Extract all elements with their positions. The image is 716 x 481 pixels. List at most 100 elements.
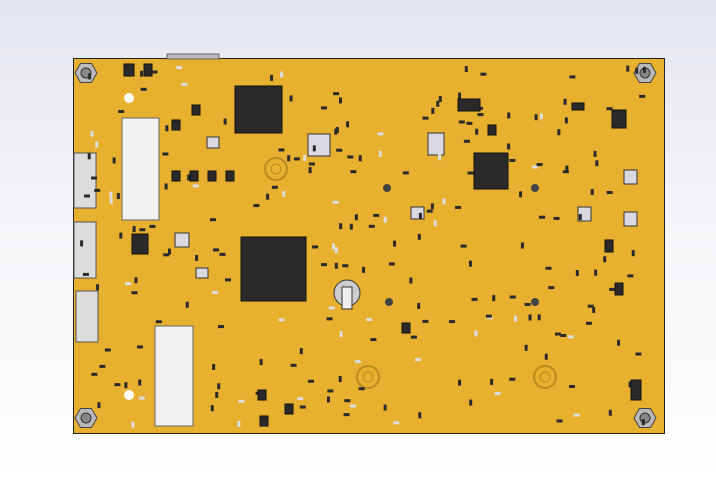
smd-component [343, 413, 350, 417]
smd-component [165, 125, 169, 132]
ic-chip [234, 85, 283, 134]
smd-component [534, 114, 538, 121]
smd-component [88, 73, 92, 80]
smd-component [339, 330, 343, 337]
smd-component [431, 107, 435, 114]
transistor [630, 379, 642, 401]
smd-component [373, 213, 380, 217]
smd-component [455, 205, 462, 209]
smd-component [181, 83, 188, 87]
smd-component [119, 232, 123, 239]
smd-component [509, 158, 516, 162]
smd-component [524, 302, 531, 306]
smd-component [417, 233, 421, 240]
smd-component [238, 399, 245, 403]
smd-component [494, 392, 501, 396]
smd-component [334, 247, 338, 254]
smd-component [545, 266, 552, 270]
smd-component [141, 243, 145, 250]
smd-component [91, 372, 98, 376]
smd-component [354, 360, 361, 364]
smd-component [377, 132, 384, 136]
smd-component [192, 184, 199, 188]
smd-component [609, 287, 616, 291]
smd-component [480, 72, 487, 76]
smd-component [293, 157, 300, 161]
smd-component [415, 358, 422, 362]
smd-component [548, 286, 555, 290]
smd-component [155, 320, 162, 324]
smd-component [350, 404, 357, 408]
smd-component [370, 338, 377, 342]
smd-component [626, 65, 630, 72]
smd-component [354, 214, 358, 221]
smd-component [507, 112, 511, 119]
smd-component [271, 185, 278, 189]
smd-component [332, 200, 339, 204]
smd-component [138, 379, 142, 386]
smd-component [537, 314, 541, 321]
smd-component [485, 314, 492, 318]
smd-component [468, 260, 472, 267]
smd-component [458, 92, 462, 99]
smd-component [99, 364, 106, 368]
smd-component [631, 250, 635, 257]
smd-component [388, 262, 395, 266]
smd-component [140, 70, 144, 77]
round-pad-inner [270, 163, 282, 175]
smd-component [361, 266, 365, 273]
smd-component [80, 240, 84, 247]
transistor [207, 170, 217, 182]
ic-package [174, 232, 190, 248]
smd-component [635, 352, 642, 356]
screw [531, 184, 539, 192]
smd-component [327, 389, 334, 393]
smd-component [134, 277, 138, 284]
smd-component [212, 248, 219, 252]
smd-component [187, 174, 191, 181]
smd-component [109, 191, 113, 198]
ic-package [623, 169, 638, 185]
round-pad-inner [362, 371, 374, 383]
edge-connector [73, 221, 97, 279]
smd-component [90, 130, 94, 137]
smd-component [280, 71, 284, 78]
smd-component [519, 191, 523, 198]
ic-package [623, 211, 638, 227]
smd-component [334, 262, 338, 269]
smd-component [223, 118, 227, 125]
transistor [259, 415, 269, 427]
edge-connector [73, 152, 97, 209]
smd-component [131, 291, 138, 295]
smd-component [299, 348, 303, 355]
ic-package [195, 267, 209, 279]
smd-component [590, 189, 594, 196]
transistor [123, 63, 135, 77]
ic-chip [240, 236, 307, 302]
smd-component [253, 204, 260, 208]
smd-component [393, 421, 400, 425]
smd-component [417, 302, 421, 309]
smd-component [339, 223, 343, 230]
smd-component [94, 188, 101, 192]
smd-component [539, 113, 543, 120]
smd-component [139, 228, 146, 232]
smd-component [344, 399, 351, 403]
smd-component [514, 315, 518, 322]
smd-component [104, 348, 111, 352]
smd-component [132, 226, 136, 233]
smd-component [565, 165, 569, 172]
transistor [189, 170, 199, 182]
smd-component [496, 180, 500, 187]
smd-component [562, 170, 569, 174]
smd-component [458, 120, 465, 124]
smd-component [560, 333, 567, 337]
smd-component [383, 404, 387, 411]
smd-component [635, 67, 639, 74]
smd-component [321, 263, 328, 267]
ic-package [427, 132, 445, 156]
smd-component [539, 215, 546, 219]
smd-component [586, 321, 593, 325]
smd-component [595, 160, 599, 167]
smd-component [592, 306, 596, 313]
